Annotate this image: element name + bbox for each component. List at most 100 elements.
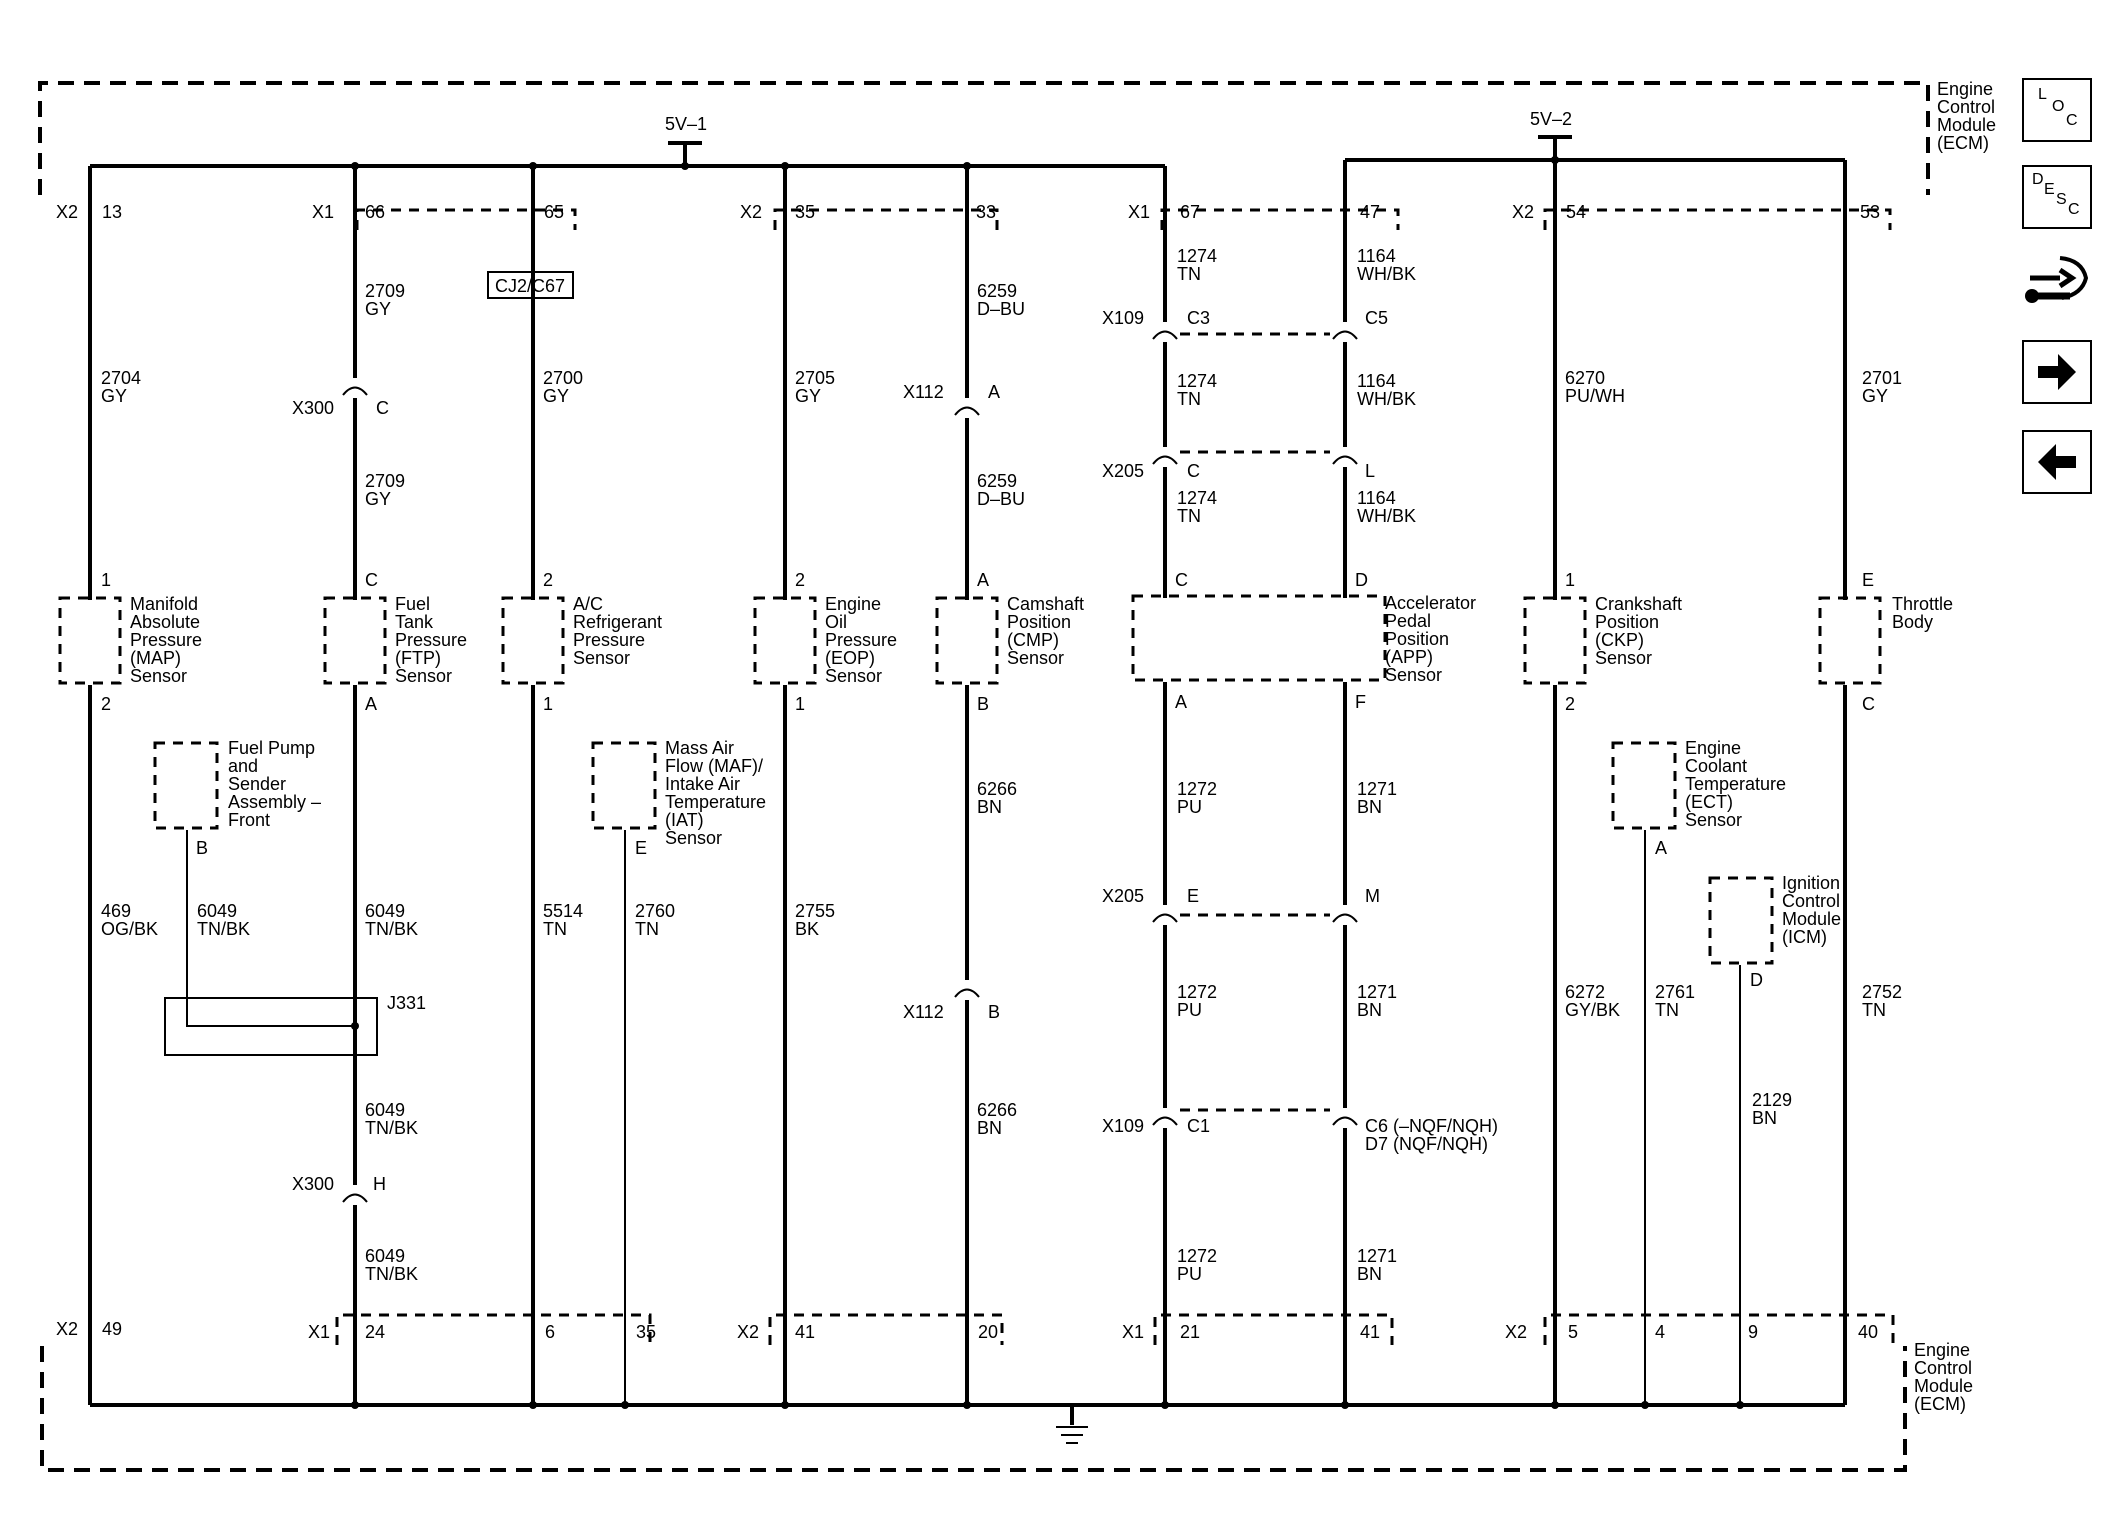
diagram-label: WH/BK — [1357, 389, 1416, 409]
diagram-label: (EOP) — [825, 648, 875, 668]
desc-letter-c: C — [2068, 201, 2080, 218]
cj2-c67-box — [487, 271, 574, 299]
ect-sensor-box — [1611, 741, 1677, 830]
diagram-label: 2705 — [795, 368, 835, 388]
icm-box — [1708, 876, 1774, 965]
diagram-label: 1271 — [1357, 1246, 1397, 1266]
diagram-label: Body — [1892, 612, 1933, 632]
wire-segment — [1332, 913, 1358, 923]
wire-segment — [1153, 1313, 1394, 1345]
wire-segment — [335, 1313, 652, 1345]
diagram-label: Pressure — [825, 630, 897, 650]
diagram-label: Engine — [1914, 1340, 1970, 1360]
diagram-label: 2704 — [101, 368, 141, 388]
diagram-label: D–BU — [977, 299, 1025, 319]
ecm-label-bottom: Engine Control Module (ECM) — [1914, 1340, 1973, 1414]
diagram-label: 2760 — [635, 901, 675, 921]
diagram-label: Manifold — [130, 594, 198, 614]
cj2-c67-label: CJ2/C67 — [495, 276, 565, 296]
ect-sensor-label: Engine Coolant Temperature (ECT) Sensor — [1685, 738, 1786, 830]
ecm-top-outline — [38, 81, 1930, 195]
diagram-label: C — [1187, 461, 1200, 481]
desc-letter-s: S — [2056, 191, 2067, 208]
diagram-label: B — [196, 838, 208, 858]
wire-segment — [1332, 1116, 1358, 1126]
diagram-label: Flow (MAF)/ — [665, 756, 763, 776]
diagram-label: Tank — [395, 612, 434, 632]
diagram-label: Control — [1937, 97, 1995, 117]
splice-dot — [781, 162, 789, 170]
splice-dot — [351, 162, 359, 170]
previous-page-button[interactable] — [2022, 430, 2092, 494]
loc-button[interactable]: L O C — [2022, 78, 2092, 142]
diagram-label: D — [1355, 570, 1368, 590]
diagram-label: 49 — [102, 1319, 122, 1339]
diagram-label: 2755 — [795, 901, 835, 921]
wire-segment — [1332, 330, 1358, 340]
diagram-label: GY — [365, 299, 391, 319]
supply-5v2-label: 5V–2 — [1530, 109, 1572, 129]
splice-dot — [1341, 1401, 1349, 1409]
diagram-label: 1272 — [1177, 982, 1217, 1002]
diagram-label: Position — [1385, 629, 1449, 649]
diagram-label: BK — [795, 919, 819, 939]
splice-dot — [351, 1022, 359, 1030]
diagram-label: 5 — [1568, 1322, 1578, 1342]
wire-segment — [1152, 1116, 1178, 1126]
diagram-label: C — [376, 398, 389, 418]
diagram-label: 1272 — [1177, 1246, 1217, 1266]
diagram-label: C6 (–NQF/NQH) — [1365, 1116, 1498, 1136]
splice-dot — [1641, 1401, 1649, 1409]
ecm-label-top: Engine Control Module (ECM) — [1937, 79, 1996, 153]
wire-segment — [1152, 455, 1178, 465]
diagram-label: E — [1862, 570, 1874, 590]
diagram-label: X109 — [1102, 308, 1144, 328]
diagram-label: Pressure — [395, 630, 467, 650]
diagram-label: 1271 — [1357, 779, 1397, 799]
diagram-label: 6049 — [197, 901, 237, 921]
desc-button[interactable]: D E S C — [2022, 165, 2092, 229]
diagram-label: GY — [1862, 386, 1888, 406]
diagram-label: 1 — [101, 570, 111, 590]
app-sensor-box — [1131, 594, 1387, 682]
eop-sensor-label: Engine Oil Pressure (EOP) Sensor — [825, 594, 897, 686]
wire-segment — [768, 1313, 1004, 1345]
diagram-label: Oil — [825, 612, 847, 632]
app-sensor-label: Accelerator Pedal Position (APP) Sensor — [1385, 593, 1476, 685]
diagram-label: TN/BK — [197, 919, 250, 939]
connector-wrench-button[interactable] — [2022, 248, 2092, 320]
splice-dot — [529, 1401, 537, 1409]
diagram-label: Position — [1007, 612, 1071, 632]
diagram-label: OG/BK — [101, 919, 158, 939]
diagram-label: GY — [795, 386, 821, 406]
diagram-label: D — [1750, 970, 1763, 990]
throttle-body-label: Throttle Body — [1892, 594, 1953, 632]
wire-segment — [1056, 1426, 1088, 1444]
diagram-label: E — [635, 838, 647, 858]
diagram-label: A — [365, 694, 377, 714]
diagram-label: 6272 — [1565, 982, 1605, 1002]
diagram-label: 2 — [543, 570, 553, 590]
diagram-label: Pressure — [130, 630, 202, 650]
diagram-label: TN — [543, 919, 567, 939]
diagram-label: 6 — [545, 1322, 555, 1342]
diagram-label: TN — [1177, 389, 1201, 409]
loc-letter-o: O — [2052, 98, 2065, 115]
diagram-label: 47 — [1360, 202, 1380, 222]
diagram-label: 35 — [795, 202, 815, 222]
diagram-label: 6266 — [977, 1100, 1017, 1120]
diagram-label: X2 — [56, 202, 78, 222]
diagram-label: 2 — [1565, 694, 1575, 714]
next-page-button[interactable] — [2022, 340, 2092, 404]
diagram-label: and — [228, 756, 258, 776]
diagram-label: PU/WH — [1565, 386, 1625, 406]
diagram-label: Temperature — [665, 792, 766, 812]
map-sensor-label: Manifold Absolute Pressure (MAP) Sensor — [130, 594, 202, 686]
diagram-label: 6259 — [977, 471, 1017, 491]
diagram-label: 5514 — [543, 901, 583, 921]
diagram-label: X109 — [1102, 1116, 1144, 1136]
maf-sensor-box — [591, 741, 657, 830]
j331-splice-box — [164, 997, 378, 1056]
